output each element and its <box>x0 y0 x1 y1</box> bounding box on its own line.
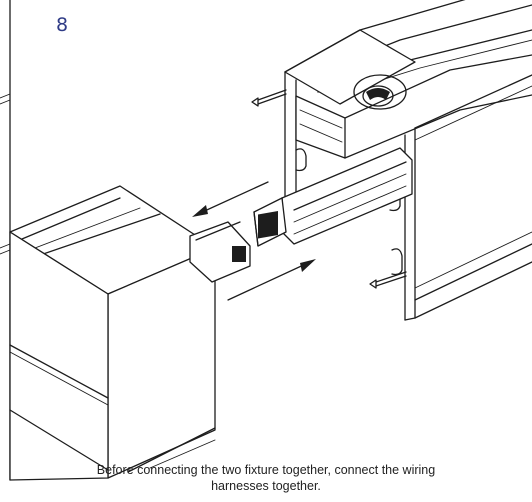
left-fixture <box>9 185 251 481</box>
left-rail-stubs <box>0 93 11 255</box>
step-number: 8 <box>56 14 69 36</box>
instruction-caption: Before connecting the two fixture togeth… <box>0 462 532 494</box>
caption-line-1: Before connecting the two fixture togeth… <box>96 463 436 477</box>
right-fixture <box>251 0 532 321</box>
push-together-arrow <box>227 259 316 301</box>
pull-apart-arrow <box>192 181 269 217</box>
caption-line-2: harnesses together. <box>211 479 321 493</box>
wiring-harness <box>253 147 413 247</box>
